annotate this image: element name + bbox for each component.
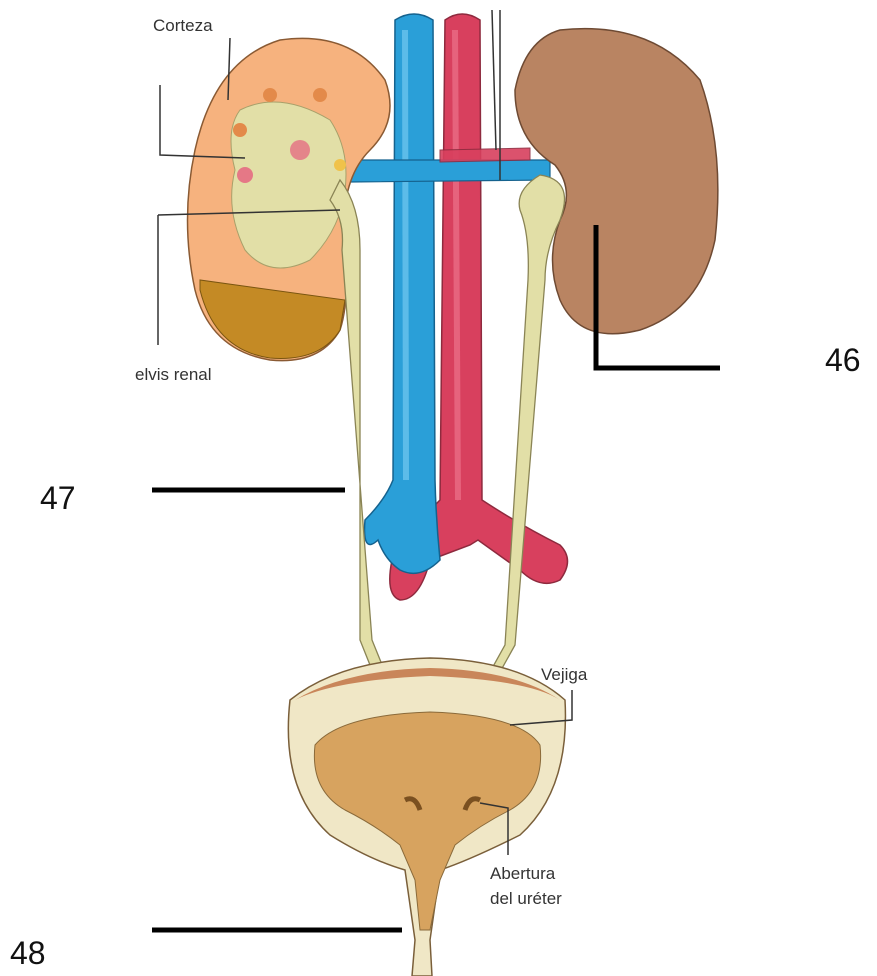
number-47: 47 bbox=[40, 480, 76, 517]
renal-vein bbox=[350, 160, 550, 182]
number-48: 48 bbox=[10, 935, 46, 972]
label-pelvis-renal: elvis renal bbox=[135, 365, 212, 385]
number-46: 46 bbox=[825, 342, 861, 379]
label-vejiga: Vejiga bbox=[541, 665, 587, 685]
label-abertura-2: del uréter bbox=[490, 889, 562, 909]
label-abertura-1: Abertura bbox=[490, 864, 555, 884]
label-corteza: Corteza bbox=[153, 16, 213, 36]
renal-artery bbox=[440, 148, 530, 162]
